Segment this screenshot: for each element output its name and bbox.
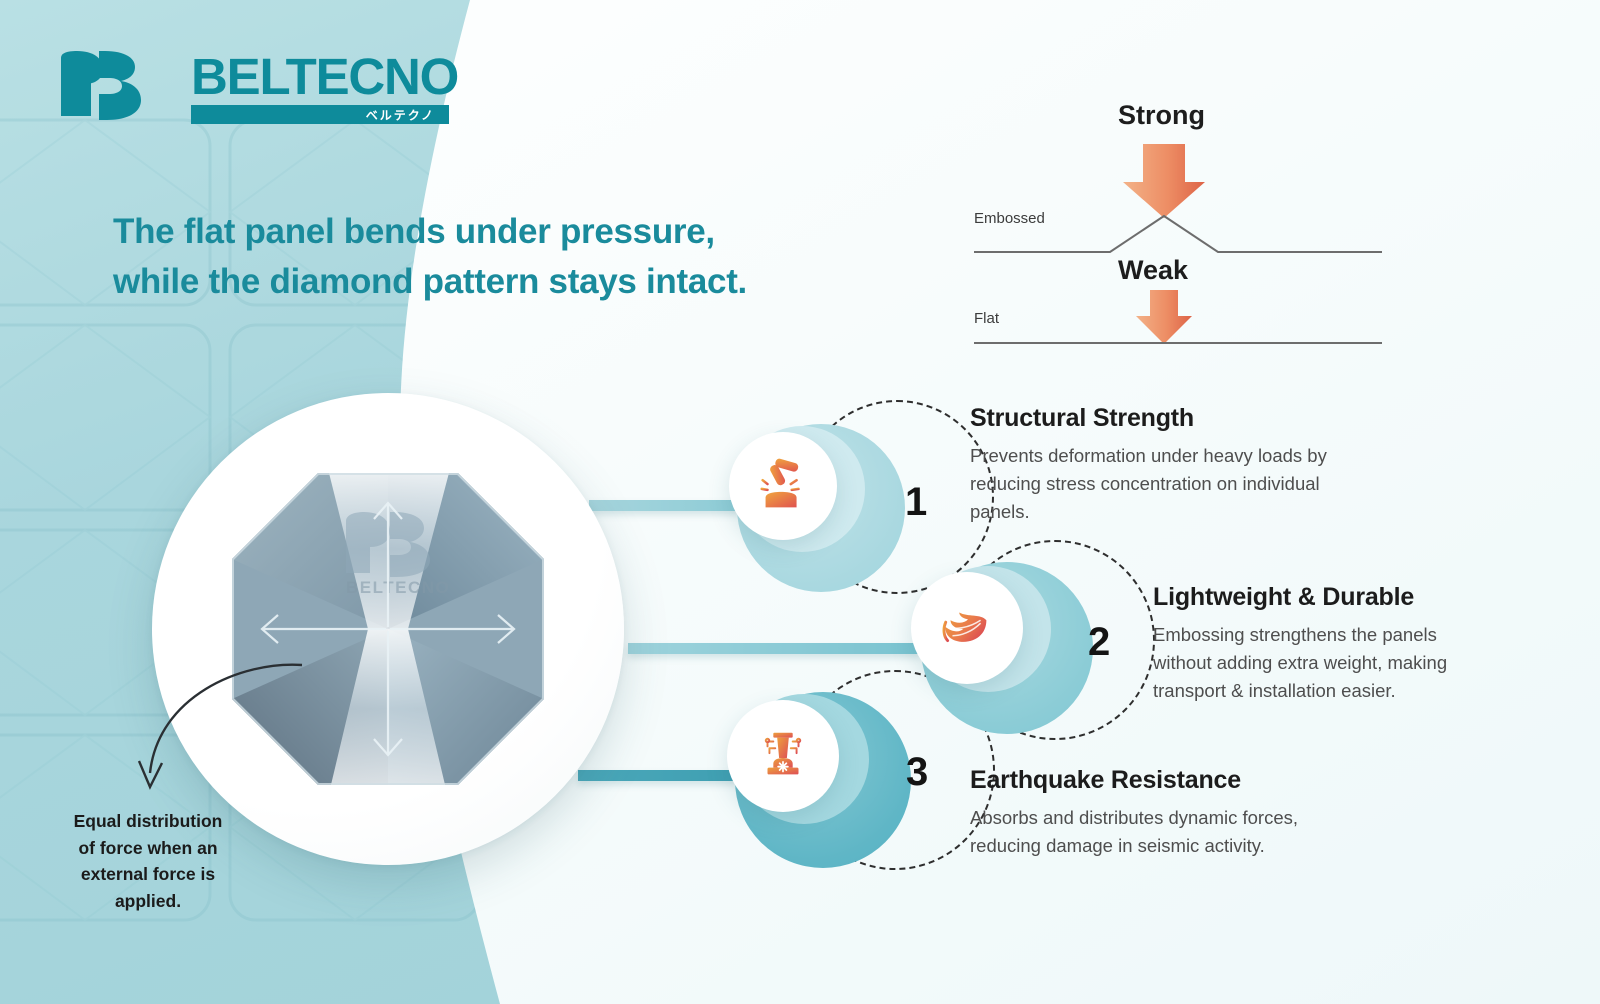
connector-line-1 — [589, 500, 741, 511]
feature-number-1: 1 — [905, 480, 928, 524]
connector-line-2 — [628, 643, 920, 654]
feature-node-2[interactable] — [905, 548, 1095, 738]
headline-line-2: while the diamond pattern stays intact. — [113, 261, 747, 301]
weak-arrow-icon — [1136, 290, 1192, 344]
caption-line-3: external force is — [80, 864, 216, 885]
caption-line-4: applied. — [114, 890, 182, 911]
node-icon-disc-2 — [911, 572, 1023, 684]
node-icon-disc-1 — [729, 432, 837, 540]
diagram-graphics — [974, 144, 1382, 344]
diagram-flat-label: Flat — [974, 310, 1000, 327]
feature-text-2: Lightweight & Durable Embossing strength… — [1153, 583, 1453, 705]
feature-title-1: Structural Strength — [970, 404, 1194, 432]
force-distribution-caption: Equal distribution of force when an exte… — [48, 808, 248, 914]
feather-icon — [942, 612, 987, 643]
feature-body-3: Absorbs and distributes dynamic forces, … — [970, 807, 1299, 857]
headline-line-1: The flat panel bends under pressure, — [113, 212, 715, 251]
diagram-weak-label: Weak — [1118, 255, 1189, 285]
feature-node-3[interactable] — [721, 678, 911, 868]
feature-node-1[interactable] — [721, 408, 905, 592]
feature-number-3: 3 — [906, 750, 929, 794]
page-title: The flat panel bends under pressure, whi… — [113, 207, 833, 306]
diagram-embossed-label: Embossed — [974, 210, 1045, 227]
beltecno-logo: BELTECNO ベルテクノ — [57, 48, 459, 125]
strong-weak-diagram: Strong Weak Embossed Flat — [968, 100, 1388, 350]
curved-down-arrow-icon — [137, 663, 303, 790]
logo-kana-text: ベルテクノ — [365, 108, 435, 123]
feature-body-1: Prevents deformation under heavy loads b… — [970, 445, 1327, 523]
logo-kana-bar: ベルテクノ — [191, 105, 449, 125]
feature-text-3: Earthquake Resistance Absorbs and distri… — [970, 766, 1330, 860]
force-arrows-icon — [260, 501, 516, 757]
seismic-pylon-icon — [764, 732, 802, 775]
panel-embossed-logo: BELTECNO — [346, 512, 450, 597]
hammer-anvil-icon — [760, 458, 800, 508]
feature-body-2: Embossing strengthens the panels without… — [1153, 624, 1448, 702]
hero-panel-circle: BELTECNO — [152, 393, 624, 865]
caption-line-1: Equal distribution — [73, 811, 223, 831]
beltecno-b-mark-icon — [61, 51, 141, 120]
feature-title-2: Lightweight & Durable — [1153, 583, 1415, 611]
feature-text-1: Structural Strength Prevents deformation… — [970, 404, 1330, 526]
diagram-strong-label: Strong — [1118, 100, 1205, 130]
panel-logo-text: BELTECNO — [346, 578, 450, 597]
feature-title-3: Earthquake Resistance — [970, 766, 1241, 794]
feature-number-2: 2 — [1088, 620, 1111, 664]
node-icon-disc-3 — [727, 700, 839, 812]
caption-line-2: of force when an — [78, 837, 218, 858]
logo-wordmark: BELTECNO — [191, 48, 459, 105]
embossed-profile-line — [974, 214, 1382, 253]
strong-arrow-icon — [1123, 144, 1205, 218]
embossed-octagon-panel-icon: BELTECNO — [232, 473, 544, 785]
connector-line-3 — [578, 770, 740, 781]
